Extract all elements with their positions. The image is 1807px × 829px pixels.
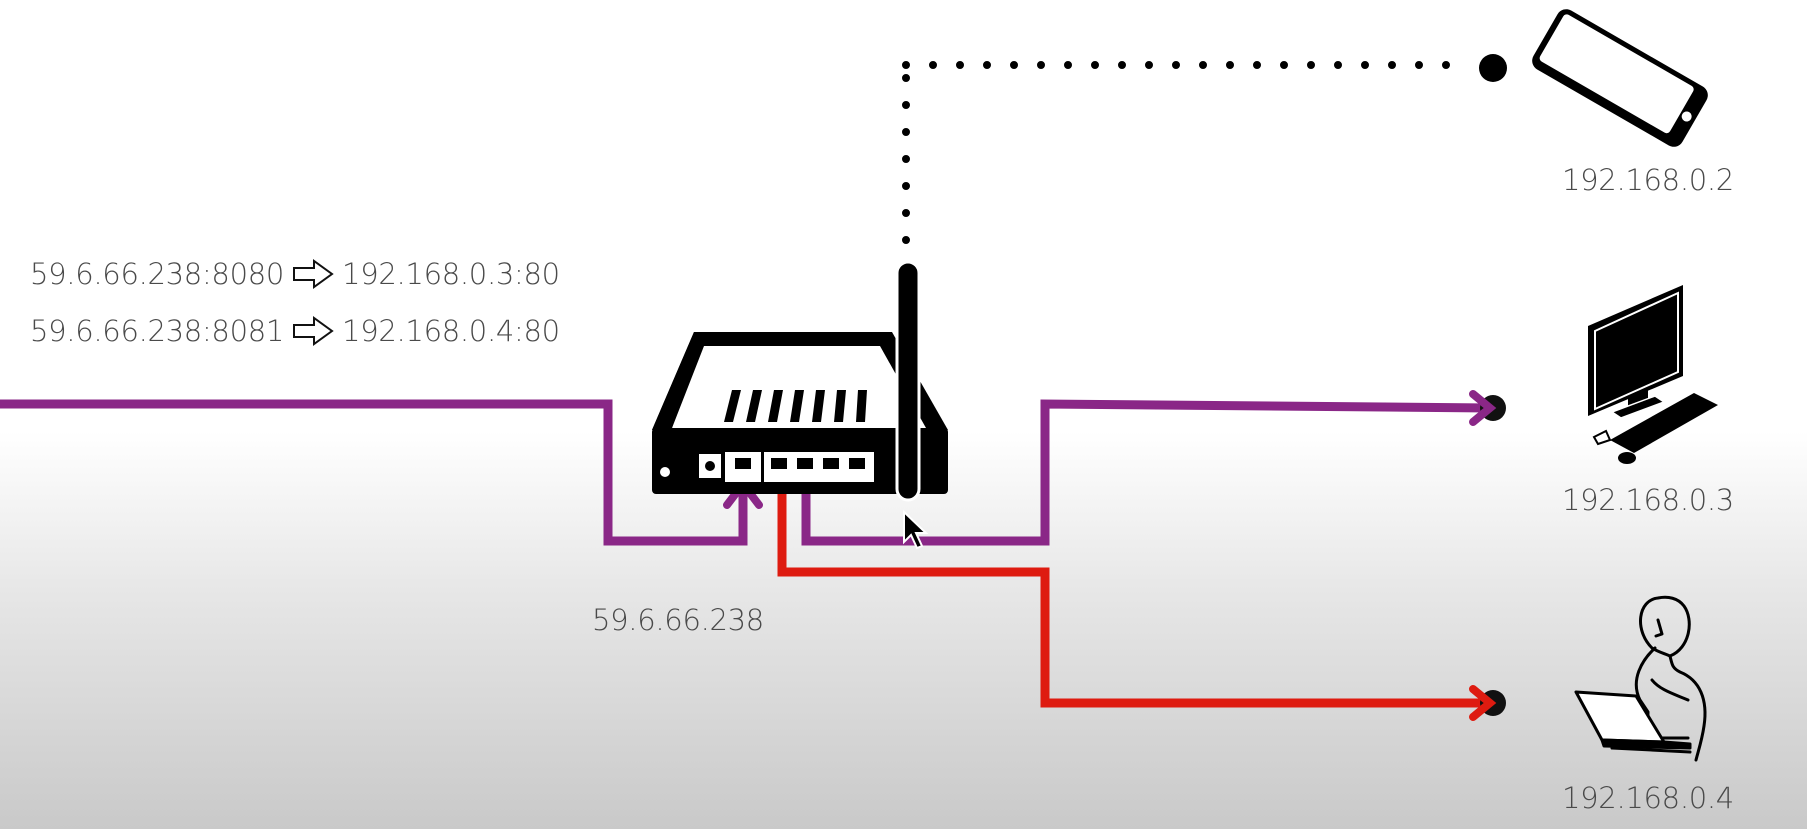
hollow-right-arrow-icon [293, 259, 334, 289]
external-address: 59.6.66.238:8081 [30, 314, 285, 348]
person-with-laptop-icon [1574, 595, 1707, 762]
desktop-link [801, 390, 1506, 546]
wifi-router-icon [652, 260, 948, 502]
wireless-link [902, 54, 1507, 244]
internal-address: 192.168.0.4:80 [342, 314, 560, 348]
phone-ip: 192.168.0.2 [1562, 163, 1734, 197]
laptop-ip: 192.168.0.4 [1562, 781, 1734, 815]
internet-link [0, 399, 763, 546]
external-address: 59.6.66.238:8080 [30, 257, 285, 291]
router-public-ip: 59.6.66.238 [592, 603, 764, 637]
internal-address: 192.168.0.3:80 [342, 257, 560, 291]
port-forward-rule-1: 59.6.66.238:8080 192.168.0.3:80 [30, 254, 560, 294]
port-forward-rule-2: 59.6.66.238:8081 192.168.0.4:80 [30, 311, 560, 351]
desktop-ip: 192.168.0.3 [1562, 483, 1734, 517]
desktop-computer-icon [1588, 285, 1718, 464]
smartphone-icon [1532, 9, 1708, 147]
hollow-right-arrow-icon [293, 316, 334, 346]
laptop-link [777, 470, 1506, 721]
mouse-pointer-icon [903, 509, 929, 550]
